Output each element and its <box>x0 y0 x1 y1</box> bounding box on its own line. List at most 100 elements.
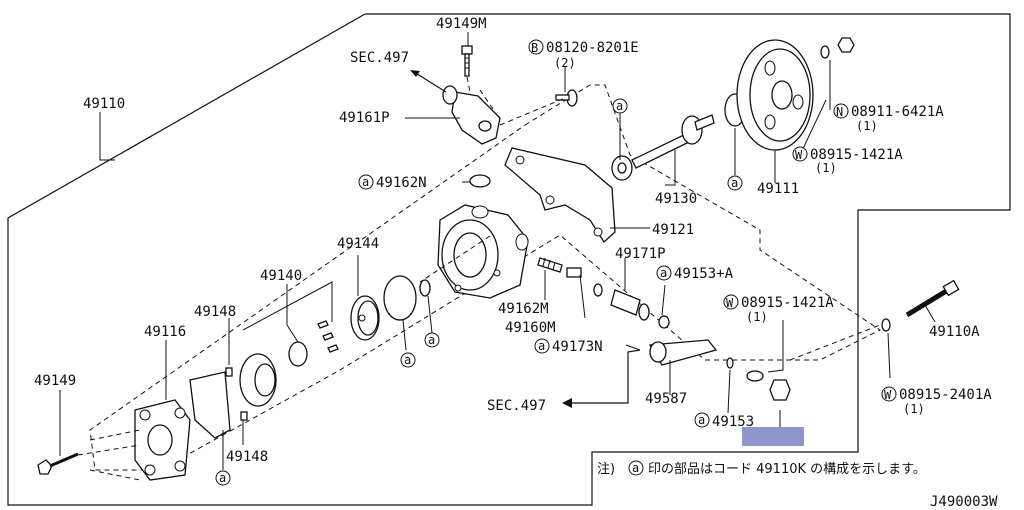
sec497-top-arrowhead <box>410 70 420 77</box>
side-plate <box>239 353 277 407</box>
a-marker-oring-letter: a <box>428 333 435 347</box>
connector-49171p <box>610 289 650 321</box>
label-08911-qty: (1) <box>856 119 878 133</box>
w-marker-top-letter: W <box>795 148 803 162</box>
label-sec497-bottom: SEC.497 <box>487 398 546 414</box>
label-08915-2401: 08915-2401A <box>899 387 992 403</box>
pin-49148-bottom <box>240 411 248 421</box>
a-marker-gasket <box>215 470 231 486</box>
a-marker-gasket-letter: a <box>219 471 226 485</box>
washer-top <box>820 45 830 59</box>
pulley-49111 <box>736 39 814 151</box>
w-marker-mid-letter: W <box>726 296 734 310</box>
label-49162n: 49162N <box>376 175 427 191</box>
pipe-fitting-49161p <box>442 76 501 145</box>
oring-49153a <box>658 315 670 329</box>
n-marker-letter: N <box>836 105 843 119</box>
label-08915-2401-qty: (1) <box>903 402 925 416</box>
oring-49160m <box>593 283 603 297</box>
label-49110: 49110 <box>83 96 125 112</box>
a-marker-shaft <box>612 98 628 114</box>
pin-49148-top <box>225 367 233 377</box>
a-marker-oring <box>424 332 440 348</box>
bolt-08120 <box>555 89 578 107</box>
reference-code: J490003W <box>930 494 998 510</box>
gasket <box>189 371 231 439</box>
bracket-49121 <box>504 147 616 244</box>
n-marker <box>833 103 849 119</box>
label-08915-top: 08915-1421A <box>810 147 903 163</box>
valve-49160m <box>566 267 582 278</box>
label-08915-mid: 08915-1421A <box>741 295 834 311</box>
rear-cover-49116 <box>134 399 191 481</box>
w-marker-top <box>792 146 808 162</box>
b-marker <box>528 39 544 55</box>
label-sec497-top: SEC.497 <box>350 50 409 66</box>
a-marker-ring <box>727 175 743 191</box>
label-49144: 49144 <box>337 236 379 252</box>
a-marker-oring-large <box>400 352 416 368</box>
a-marker-oring-large-letter: a <box>404 353 411 367</box>
a-marker-49173n-letter: a <box>538 339 545 353</box>
oring-49162n <box>469 174 491 188</box>
b-marker-letter: B <box>531 41 538 55</box>
washer-49110a <box>881 318 891 332</box>
diagram-boundary <box>7 13 1011 506</box>
label-49160m: 49160M <box>505 320 556 336</box>
pump-body <box>437 204 529 299</box>
label-49153a: 49153+A <box>674 266 734 282</box>
label-49161p: 49161P <box>339 110 390 126</box>
label-49148-bottom: 49148 <box>226 449 268 465</box>
sec497-top-arrow <box>413 71 447 93</box>
label-49121: 49121 <box>652 222 694 238</box>
w-marker-mid <box>723 294 739 310</box>
label-49171p: 49171P <box>615 246 666 262</box>
w-marker-2401 <box>881 386 897 402</box>
label-49110a: 49110A <box>929 324 980 340</box>
label-49149: 49149 <box>34 373 76 389</box>
leader-lines <box>59 32 936 470</box>
label-49116: 49116 <box>144 324 186 340</box>
fitting-49587 <box>648 339 718 366</box>
highlight-box <box>742 427 804 446</box>
a-marker-49162n-letter: a <box>362 175 369 189</box>
oring-small <box>419 279 431 297</box>
sec497-bottom-line <box>570 349 641 404</box>
label-08120: 08120-8201E <box>546 40 639 56</box>
a-marker-49173n <box>534 338 550 354</box>
note-prefix: 注) <box>597 462 615 477</box>
dashed-assembly-lines <box>77 97 881 481</box>
a-marker-49153a <box>656 265 672 281</box>
note-text: 印の部品はコード 49110K の構成を示します。 <box>648 462 926 477</box>
rotor-group-49140 <box>288 320 339 367</box>
note-a-marker-letter: a <box>632 461 639 475</box>
label-49130: 49130 <box>655 191 697 207</box>
cam-ring-49144 <box>350 295 380 341</box>
label-49148-top: 49148 <box>194 304 236 320</box>
label-49173n: 49173N <box>552 339 603 355</box>
sec497-bottom-arrowhead <box>562 398 572 408</box>
label-49587: 49587 <box>645 391 687 407</box>
bolt-49149 <box>37 452 79 475</box>
a-marker-49153-letter: a <box>698 413 705 427</box>
label-49140: 49140 <box>260 268 302 284</box>
label-49111: 49111 <box>757 181 799 197</box>
label-49162m: 49162M <box>498 301 549 317</box>
a-marker-49162n <box>358 174 374 190</box>
bolt-49110a <box>905 279 960 318</box>
label-08915-mid-qty: (1) <box>746 310 768 324</box>
note-a-marker <box>628 460 644 476</box>
shaft-49130 <box>611 114 715 181</box>
subassembly-dashed-outline <box>89 84 881 471</box>
label-08915-top-qty: (1) <box>815 161 837 175</box>
w-marker-2401-letter: W <box>884 388 892 402</box>
label-08911: 08911-6421A <box>851 104 944 120</box>
label-49149m: 49149M <box>436 16 487 32</box>
a-marker-49153a-letter: a <box>660 266 667 280</box>
bolt-49149m <box>461 45 473 77</box>
a-marker-shaft-letter: a <box>616 99 623 113</box>
oring-large <box>383 275 417 321</box>
label-49153: 49153 <box>712 414 754 430</box>
spring-49162m <box>537 257 563 273</box>
